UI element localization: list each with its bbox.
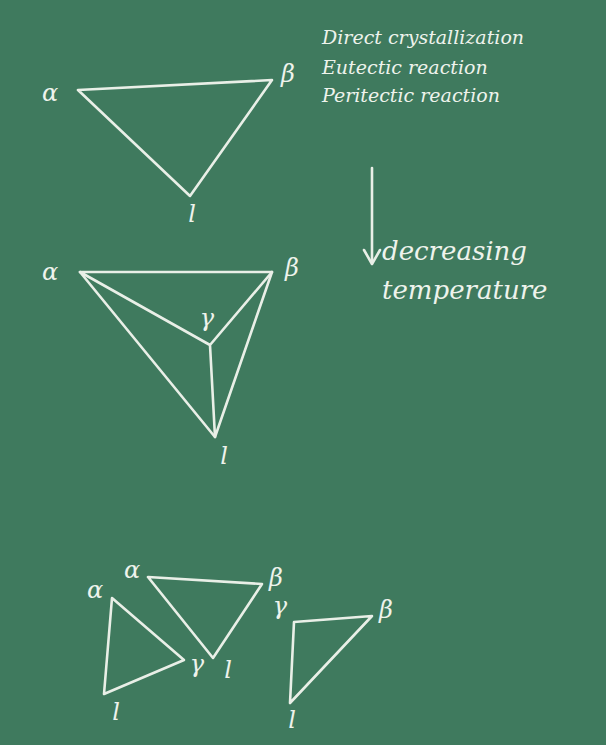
phase-triangle: [290, 616, 372, 703]
phase-label: α: [42, 260, 58, 284]
tie-lines: [80, 272, 272, 437]
phase-triangle: [148, 577, 262, 658]
reaction-note: Eutectic reaction: [322, 56, 488, 79]
phase-label: β: [285, 256, 299, 280]
phase-label: l: [224, 658, 232, 682]
phase-label: α: [42, 81, 58, 105]
phase-label: α: [87, 578, 103, 602]
phase-label: l: [112, 700, 120, 724]
phase-label: α: [124, 558, 140, 582]
phase-label: β: [281, 62, 295, 86]
phase-label: l: [188, 202, 196, 226]
temperature-arrow: [371, 168, 374, 262]
phase-label: β: [269, 566, 283, 590]
phase-label: γ: [273, 594, 287, 618]
phase-label: β: [379, 598, 393, 622]
phase-label: γ: [190, 652, 204, 676]
reaction-note: Peritectic reaction: [322, 84, 500, 107]
phase-triangle: [104, 598, 184, 694]
phase-label: l: [220, 444, 228, 468]
reaction-note: Direct crystallization: [322, 26, 524, 49]
phase-label: γ: [200, 306, 214, 330]
phase-triangle: [80, 272, 272, 437]
arrow-note: decreasing temperature: [382, 232, 542, 310]
phase-triangle: [78, 80, 272, 196]
arrow-head: [364, 250, 380, 264]
phase-label: l: [288, 708, 296, 732]
